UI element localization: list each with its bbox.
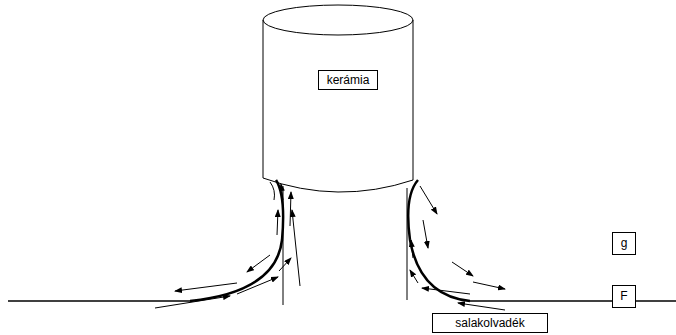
- label-text: g: [621, 236, 628, 250]
- material-label-box: salakolvadék: [432, 313, 548, 333]
- phase-label-box: g: [612, 232, 636, 255]
- ceramic-cylinder: [263, 5, 413, 305]
- phase-label-box: F: [612, 285, 636, 308]
- label-text: kerámia: [327, 73, 370, 87]
- melt-surface: [8, 180, 676, 301]
- material-label-box: kerámia: [318, 70, 378, 90]
- label-text: salakolvadék: [455, 316, 524, 330]
- label-text: F: [620, 289, 627, 303]
- flow-arrows: [155, 184, 505, 310]
